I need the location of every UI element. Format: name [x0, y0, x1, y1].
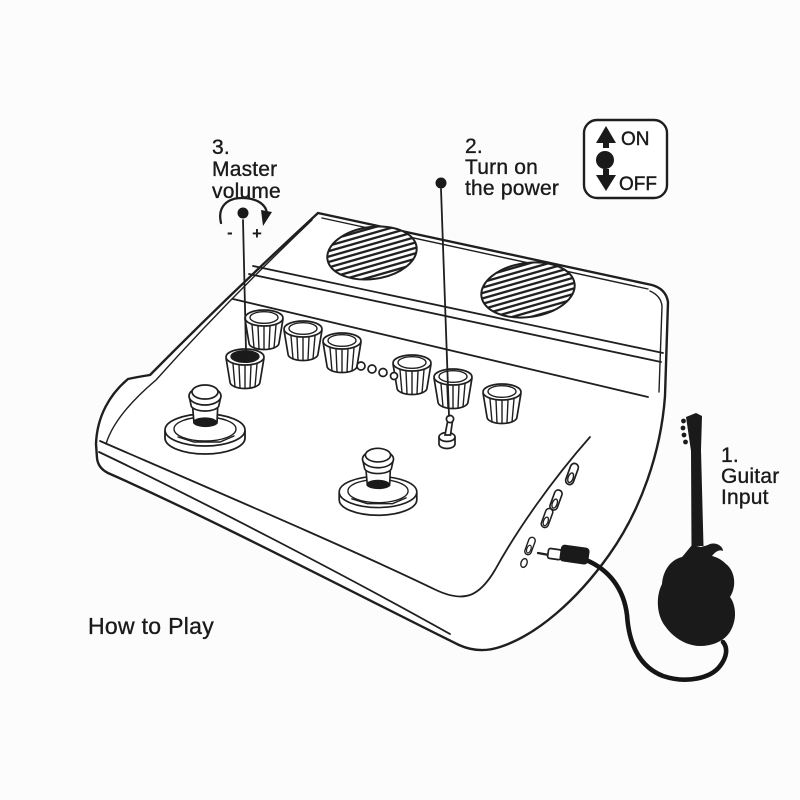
knob-1	[244, 309, 284, 351]
step-1-line2: Input	[721, 486, 769, 509]
page-title: How to Play	[88, 613, 214, 639]
leader-line-volume	[242, 219, 247, 352]
knob-3	[322, 332, 362, 374]
speaker-grille-left	[326, 225, 418, 281]
step-2-line1: Turn on	[465, 156, 538, 179]
master-volume-knob	[225, 348, 265, 390]
step-3-line1: Master	[212, 158, 277, 181]
step-2-label: 2. Turn on the power	[435, 135, 559, 417]
power-switch	[438, 414, 456, 450]
knob-5	[433, 368, 473, 410]
guitar-body	[657, 543, 736, 646]
legend-box: ON OFF	[582, 118, 669, 200]
knob-2	[283, 320, 323, 362]
step-1-label: 1. Guitar Input	[721, 444, 780, 509]
guitar-silhouette	[657, 413, 736, 646]
power-dot-icon	[596, 151, 614, 169]
guitar-cable	[536, 544, 729, 682]
legend-on-label: ON	[621, 129, 650, 150]
volume-minus-sign: -	[227, 223, 233, 242]
rotation-arrow-icon	[219, 196, 272, 226]
output-jacks	[520, 461, 581, 569]
guitar-tuners	[680, 418, 688, 445]
indicator-dots	[356, 361, 399, 381]
guitar-neck	[691, 450, 704, 546]
volume-plus-sign: +	[252, 224, 262, 243]
plug-body	[559, 544, 590, 565]
amp-illustration	[94, 211, 670, 652]
step-3-number: 3.	[212, 136, 230, 159]
step-3-line2: volume	[212, 180, 281, 203]
speaker-grille-right	[480, 261, 576, 319]
step-1-number: 1.	[721, 444, 739, 467]
amp-body	[94, 211, 670, 652]
amp-panel-lines	[98, 217, 664, 635]
knob-6	[482, 383, 522, 425]
down-arrow-icon	[596, 169, 616, 191]
plug-tip	[546, 547, 563, 561]
up-arrow-icon	[596, 126, 616, 148]
knob-4	[392, 354, 432, 396]
step-2-line2: the power	[465, 177, 559, 200]
step-3-label: 3. Master volume - +	[212, 136, 281, 352]
step-2-number: 2.	[465, 135, 483, 158]
leader-dot-power	[435, 177, 447, 189]
legend-off-label: OFF	[619, 174, 657, 195]
leader-line-power	[440, 188, 450, 417]
guitar-headstock	[686, 413, 702, 451]
step-1-line1: Guitar	[721, 465, 779, 488]
